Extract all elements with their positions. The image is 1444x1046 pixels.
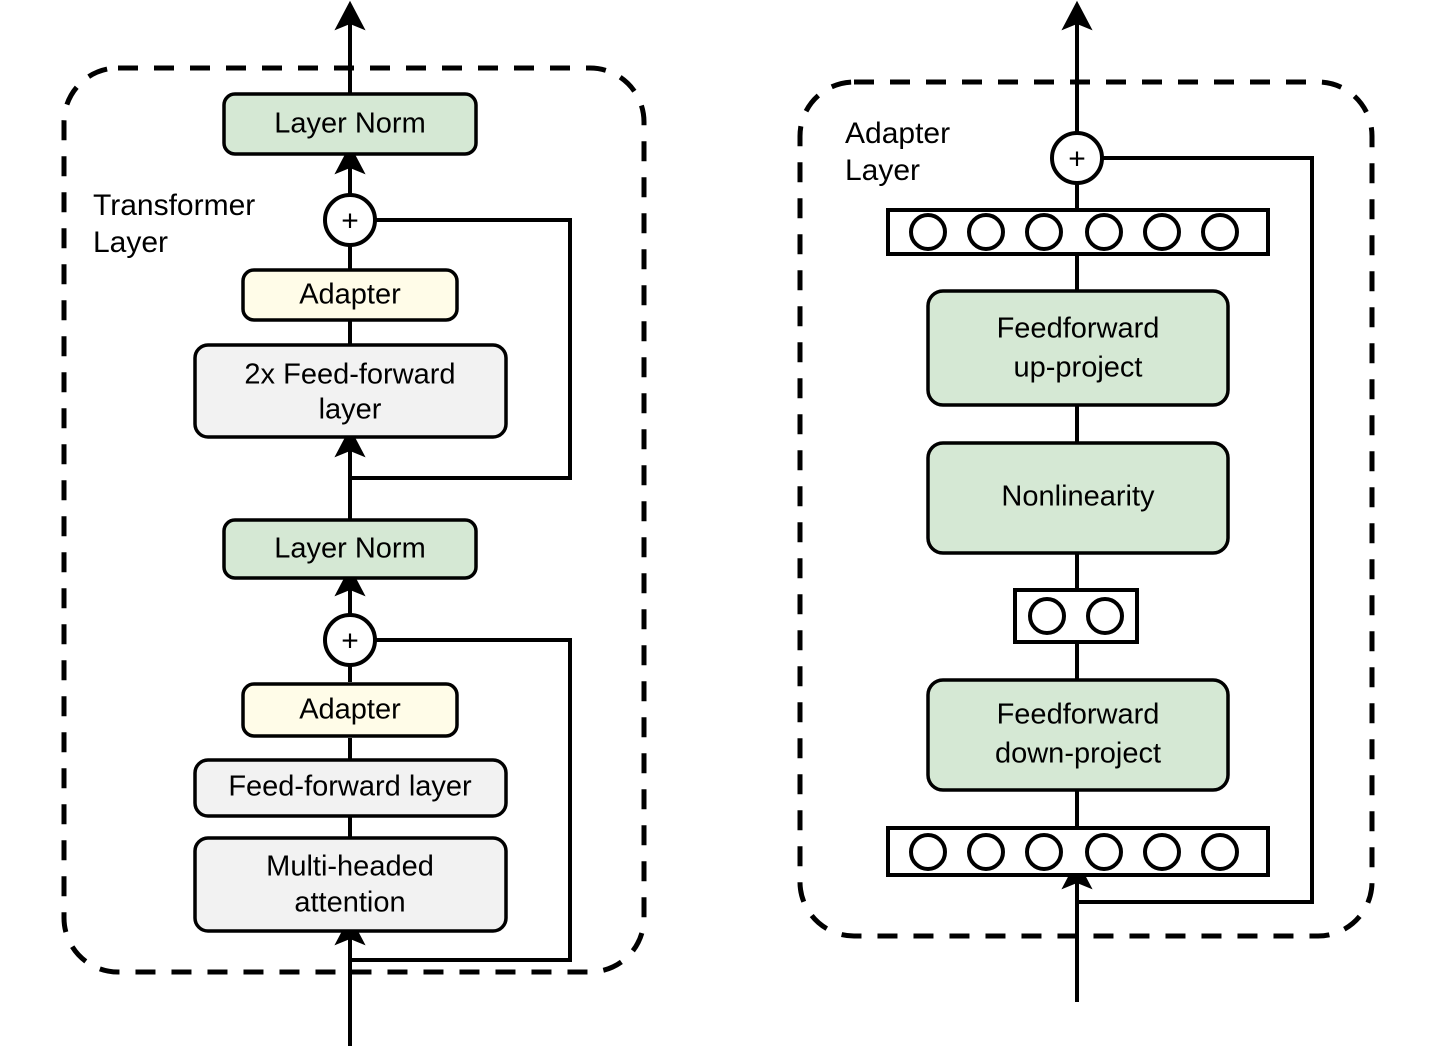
node-feedforward-layer[interactable]: Feed-forward layer — [193, 758, 508, 818]
node-nonlinearity-label: Nonlinearity — [1001, 481, 1155, 513]
transformer-layer-caption-line1: Transformer — [93, 189, 255, 222]
node-feedforward-down-project-label-line1: Feedforward — [997, 699, 1160, 731]
adapter-layer-caption-line2: Layer — [845, 154, 920, 187]
output-unit-6 — [1201, 213, 1239, 251]
node-multi-headed-attention-label-line1: Multi-headed — [266, 851, 434, 883]
node-output-units[interactable] — [886, 208, 1270, 256]
input-unit-1 — [909, 833, 947, 871]
transformer-layer-dashed-border — [61, 65, 647, 975]
node-add-top[interactable]: + — [323, 193, 377, 247]
bottleneck-unit-2 — [1086, 597, 1124, 635]
node-adapter-bottom[interactable]: Adapter — [241, 682, 459, 738]
input-unit-4 — [1085, 833, 1123, 871]
node-feedforward-layer-label: Feed-forward layer — [228, 771, 472, 803]
node-add-bottom-label: + — [341, 625, 359, 658]
node-nonlinearity[interactable]: Nonlinearity — [926, 441, 1230, 555]
adapter-layer-panel: Adapter Layer + — [797, 0, 1375, 1002]
adapter-layer-dashed-border — [797, 79, 1375, 939]
output-unit-2 — [967, 213, 1005, 251]
node-layer-norm-bottom[interactable]: Layer Norm — [222, 518, 478, 580]
node-add-bottom[interactable]: + — [323, 613, 377, 667]
bottleneck-unit-1 — [1028, 597, 1066, 635]
node-feedforward-down-project[interactable]: Feedforward down-project — [926, 678, 1230, 792]
node-layer-norm-top-label: Layer Norm — [274, 108, 426, 140]
transformer-layer-panel: Transformer Layer Layer Norm — [61, 0, 647, 1046]
node-input-units[interactable] — [886, 826, 1270, 877]
node-feedforward-up-project[interactable]: Feedforward up-project — [926, 289, 1230, 407]
node-bottleneck-units[interactable] — [1013, 588, 1139, 644]
node-feedforward-2x-label-line1: 2x Feed-forward — [244, 359, 455, 391]
output-unit-4 — [1085, 213, 1123, 251]
node-feedforward-2x[interactable]: 2x Feed-forward layer — [193, 343, 508, 439]
node-feedforward-up-project-label-line1: Feedforward — [997, 313, 1160, 345]
output-unit-3 — [1025, 213, 1063, 251]
node-multi-headed-attention-label-line2: attention — [294, 887, 405, 919]
node-multi-headed-attention[interactable]: Multi-headed attention — [193, 836, 508, 933]
edge-lower-skip-connection — [350, 638, 572, 962]
input-unit-5 — [1143, 833, 1181, 871]
input-unit-6 — [1201, 833, 1239, 871]
node-feedforward-down-project-label-line2: down-project — [995, 738, 1161, 770]
output-unit-5 — [1143, 213, 1181, 251]
node-add-adapter-label: + — [1068, 143, 1086, 176]
node-add-adapter[interactable]: + — [1050, 131, 1104, 185]
input-unit-3 — [1025, 833, 1063, 871]
node-feedforward-2x-label-line2: layer — [319, 394, 382, 426]
edge-upper-skip-connection — [350, 218, 572, 480]
node-adapter-top-label: Adapter — [299, 279, 401, 311]
output-unit-1 — [909, 213, 947, 251]
node-feedforward-up-project-label-line2: up-project — [1014, 352, 1143, 384]
transformer-layer-caption-line2: Layer — [93, 226, 168, 259]
node-adapter-top[interactable]: Adapter — [241, 268, 459, 322]
edge-adapter-skip-connection — [1077, 156, 1314, 904]
node-add-top-label: + — [341, 205, 359, 238]
input-unit-2 — [967, 833, 1005, 871]
node-adapter-bottom-label: Adapter — [299, 694, 401, 726]
node-layer-norm-top[interactable]: Layer Norm — [222, 92, 478, 156]
adapter-layer-caption-line1: Adapter — [845, 117, 950, 150]
node-layer-norm-bottom-label: Layer Norm — [274, 533, 426, 565]
